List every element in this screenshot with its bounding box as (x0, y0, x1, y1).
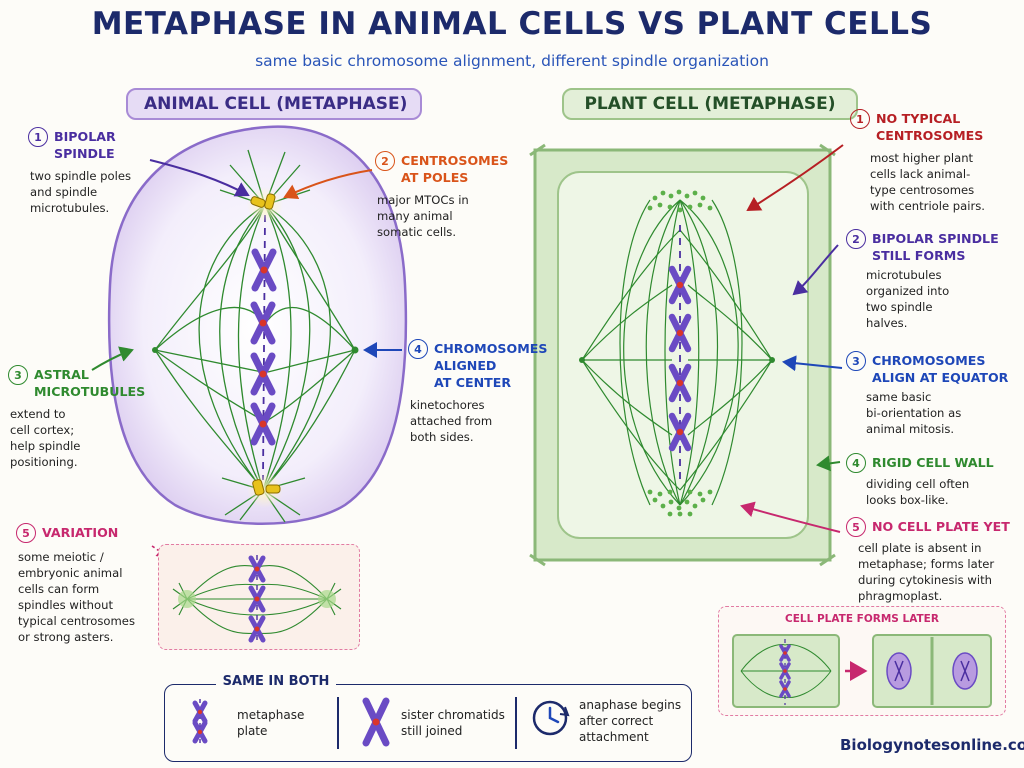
animal-chromosomes (250, 248, 277, 446)
number-badge: 4 (408, 339, 428, 359)
cell-plate-inset-title: CELL PLATE FORMS LATER (785, 613, 939, 625)
acentrosomal-spindle-drawing (172, 555, 342, 643)
animal-metaphase-plate (262, 214, 266, 481)
animal-centrosome-bottom (247, 472, 283, 508)
annotation-body: two spindle poles and spindle microtubul… (30, 169, 132, 215)
annotation-body: extend to cell cortex; help spindle posi… (10, 407, 81, 469)
annotation-heading: BIPOLAR SPINDLE (54, 129, 116, 161)
annotation-heading: CHROMOSOMES ALIGNED AT CENTER (434, 341, 548, 390)
annotation-body: cell plate is absent in metaphase; forms… (858, 541, 995, 603)
site-credit: Biologynotesonline.com (840, 736, 1024, 754)
annotation-chromosomes-aligned: 4 CHROMOSOMES ALIGNED AT CENTER kinetocho… (408, 339, 547, 445)
number-badge: 5 (846, 517, 866, 537)
page-subtitle: same basic chromosome alignment, differe… (255, 52, 769, 70)
number-badge: 3 (846, 351, 866, 371)
annotation-heading: BIPOLAR SPINDLE STILL FORMS (872, 231, 999, 263)
plant-cell-heading: PLANT CELL (METAPHASE) (562, 88, 858, 120)
plant-cell-membrane (557, 171, 809, 539)
annotation-variation: 5 VARIATION some meiotic / embryonic anim… (16, 523, 156, 645)
annotation-body: major MTOCs in many animal somatic cells… (377, 193, 469, 239)
same-in-both-panel: metaphase plate sister chromatids still … (164, 684, 692, 762)
annotation-align-equator: 3 CHROMOSOMES ALIGN AT EQUATOR same basic… (846, 351, 1018, 437)
animal-centrosome-top (247, 187, 283, 223)
sister-chromatids-icon (362, 697, 390, 747)
annotation-bipolar-spindle-plant: 2 BIPOLAR SPINDLE STILL FORMS microtubule… (846, 229, 1018, 331)
divider (337, 697, 339, 749)
annotation-heading: VARIATION (42, 525, 119, 540)
annotation-body: kinetochores attached from both sides. (410, 398, 493, 444)
annotation-cell-wall: 4 RIGID CELL WALL dividing cell often loo… (846, 453, 1018, 508)
animal-cell-heading: ANIMAL CELL (METAPHASE) (126, 88, 422, 120)
same-in-both-title: SAME IN BOTH (216, 674, 336, 689)
animal-cell (107, 125, 408, 525)
number-badge: 2 (846, 229, 866, 249)
arrow-cell-wall (816, 455, 841, 472)
arrow-no-centrosomes (746, 144, 844, 212)
arrow-centrosomes (283, 169, 373, 200)
annotation-heading: NO TYPICAL CENTROSOMES (876, 111, 984, 143)
plant-spindle-fibers (581, 199, 773, 506)
annotation-body: microtubules organized into two spindle … (866, 268, 950, 330)
plant-chromosomes (668, 265, 692, 452)
number-badge: 1 (850, 109, 870, 129)
number-badge: 4 (846, 453, 866, 473)
number-badge: 2 (375, 151, 395, 171)
annotation-no-centrosomes: 1 NO TYPICAL CENTROSOMES most higher plan… (850, 109, 1020, 214)
annotation-bipolar-spindle: 1 BIPOLAR SPINDLE two spindle poles and s… (28, 127, 168, 216)
clock-icon (532, 700, 570, 736)
annotation-body: most higher plant cells lack animal- typ… (870, 151, 985, 213)
annotation-astral-microtubules: 3 ASTRAL MICROTUBULES extend to cell cort… (8, 365, 145, 470)
arrow-bipolar-spindle-plant (792, 244, 839, 296)
plant-polar-cap-top (647, 189, 713, 213)
plant-cell (529, 143, 836, 567)
cell-plate-inset: CELL PLATE FORMS LATER (718, 606, 1006, 716)
arrow-bipolar-spindle (149, 159, 250, 197)
annotation-centrosomes: 2 CENTROSOMES AT POLES major MTOCs in man… (375, 151, 515, 240)
same-item-sister-chromatids: sister chromatids still joined (401, 708, 505, 738)
arrow-no-cell-plate (740, 501, 841, 533)
annotation-body: same basic bi-orientation as animal mito… (866, 390, 962, 436)
arrow-variation (151, 545, 169, 558)
annotation-body: some meiotic / embryonic animal cells ca… (18, 550, 135, 644)
annotation-no-cell-plate: 5 NO CELL PLATE YET cell plate is absent … (846, 517, 1022, 604)
number-badge: 3 (8, 365, 28, 385)
cell-plate-drawing (732, 634, 992, 708)
annotation-heading: CHROMOSOMES ALIGN AT EQUATOR (872, 353, 1009, 385)
annotation-body: dividing cell often looks box-like. (866, 477, 970, 507)
variation-inset (158, 544, 360, 650)
same-item-anaphase: anaphase begins after correct attachment (579, 698, 682, 744)
same-item-metaphase-plate: metaphase plate (237, 708, 305, 738)
plant-polar-cap-bottom (647, 489, 713, 517)
arrow-align-equator (782, 355, 843, 372)
annotation-heading: ASTRAL MICROTUBULES (34, 367, 146, 399)
annotation-heading: NO CELL PLATE YET (872, 519, 1010, 534)
number-badge: 5 (16, 523, 36, 543)
number-badge: 1 (28, 127, 48, 147)
animal-cell-membrane (107, 125, 408, 525)
annotation-heading: RIGID CELL WALL (872, 455, 994, 470)
annotation-heading: CENTROSOMES AT POLES (401, 153, 509, 185)
metaphase-plate-icon (192, 699, 208, 745)
arrow-astral-microtubules (91, 346, 134, 371)
page-title: METAPHASE IN ANIMAL CELLS VS PLANT CELLS (91, 6, 933, 42)
divider (515, 697, 517, 749)
